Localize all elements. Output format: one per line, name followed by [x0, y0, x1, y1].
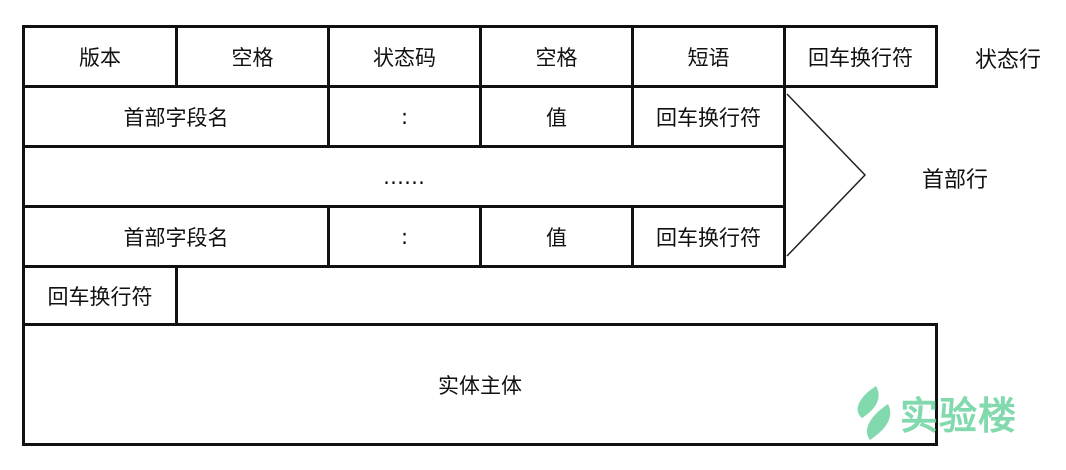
- leaf-logo-icon: [857, 386, 891, 440]
- cell-version: 版本: [22, 25, 178, 88]
- watermark-text: 实验楼: [900, 393, 1018, 438]
- cell-phrase: 短语: [631, 25, 786, 88]
- header-lines-label: 首部行: [922, 168, 989, 193]
- cell-space: 空格: [479, 25, 634, 88]
- cell-crlf: 回车换行符: [631, 205, 786, 268]
- watermark: 实验楼: [848, 384, 1017, 440]
- status-line-label: 状态行: [975, 48, 1042, 73]
- cell-value: 值: [479, 85, 634, 148]
- cell-ellipsis: ……: [22, 145, 786, 208]
- cell-crlf: 回车换行符: [783, 25, 938, 88]
- cell-value: 值: [479, 205, 634, 268]
- cell-crlf: 回车换行符: [631, 85, 786, 148]
- cell-entity-body: 实体主体: [22, 323, 938, 446]
